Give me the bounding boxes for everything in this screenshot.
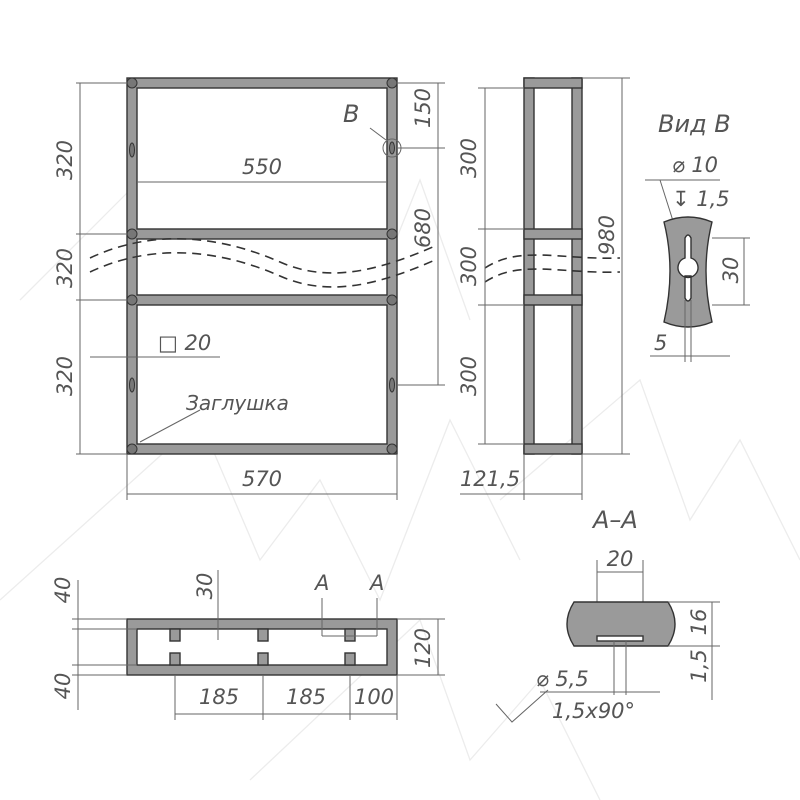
dim-pitch-1: 185 [199, 685, 239, 709]
bottom-mount-tab [344, 628, 356, 642]
section-aa: A–A 20 16 1,5 ⌀ 5,5 1,5x90° [495, 506, 720, 723]
side-rail [523, 443, 583, 455]
dim-side-mid: 300 [457, 246, 481, 286]
side-post-right [571, 77, 583, 455]
dim-tube-section: □ 20 [158, 331, 211, 355]
front-opening-top [136, 87, 388, 230]
dim-section-hole: ⌀ 5,5 [536, 667, 589, 691]
slot-marker [129, 142, 135, 158]
view-b-title: Вид В [658, 110, 731, 138]
dim-depth: 121,5 [460, 467, 520, 491]
dim-h-mid: 320 [53, 248, 77, 288]
joint-marker [386, 77, 398, 89]
section-aa-title: A–A [591, 506, 638, 534]
slot-marker [389, 377, 395, 393]
joint-marker [126, 228, 138, 240]
view-b: Вид В ⌀ 10 ↧ 1,5 30 5 [645, 110, 750, 362]
bottom-view: 40 40 30 A A 185 185 100 120 [51, 570, 445, 720]
bottom-mount-tab [257, 652, 269, 666]
dim-slot-offset: 30 [193, 573, 217, 600]
joint-marker [386, 443, 398, 455]
joint-marker [386, 294, 398, 306]
dim-b-depth: ↧ 1,5 [672, 187, 730, 211]
dim-bottom-depth: 120 [411, 628, 435, 668]
dim-150: 150 [411, 88, 435, 128]
dim-b-slot-width: 5 [654, 331, 667, 355]
dim-section-width: 20 [607, 547, 634, 571]
dim-section-height: 16 [687, 609, 711, 636]
roughness-symbol [495, 689, 549, 723]
dim-outer-width: 570 [242, 467, 282, 491]
side-post-left [523, 77, 535, 455]
joint-marker [386, 228, 398, 240]
dim-pitch-2: 185 [286, 685, 326, 709]
bottom-mount-tab [257, 628, 269, 642]
joint-marker [126, 443, 138, 455]
break-line [89, 252, 436, 288]
dim-top-offset: 40 [51, 577, 75, 604]
section-mark-left: A [313, 571, 329, 595]
dim-b-slot-length: 30 [719, 257, 743, 284]
dim-end: 100 [354, 685, 394, 709]
dim-side-top: 300 [457, 138, 481, 178]
view-b-keyhole [677, 234, 699, 302]
front-break-gap [136, 238, 388, 296]
joint-marker [126, 294, 138, 306]
front-view: B 320 320 320 550 □ 20 Заглушка 570 150 [53, 77, 445, 500]
side-rail [523, 294, 583, 306]
dim-bottom-offset: 40 [51, 673, 75, 700]
dim-inner-width: 550 [242, 155, 282, 179]
slot-marker [129, 377, 135, 393]
slot-marker [389, 141, 395, 155]
break-line [484, 268, 621, 283]
dim-side-bot: 300 [457, 356, 481, 396]
dim-b-diameter: ⌀ 10 [672, 153, 718, 177]
bottom-mount-tab [344, 652, 356, 666]
section-mark-right: A [368, 571, 384, 595]
dim-section-chamfer: 1,5x90° [552, 699, 635, 723]
break-line [89, 238, 436, 274]
joint-marker [126, 77, 138, 89]
side-rail [523, 228, 583, 240]
dim-680: 680 [411, 208, 435, 248]
dim-h-top: 320 [53, 140, 77, 180]
break-line [484, 254, 621, 269]
dim-section-wall: 1,5 [687, 649, 711, 682]
bottom-mount-tab [169, 628, 181, 642]
section-hole [596, 635, 644, 642]
dim-total-height: 980 [595, 215, 619, 255]
dim-h-bot: 320 [53, 356, 77, 396]
view-b-marker: B [343, 100, 359, 128]
side-view: 300 300 300 980 121,5 [457, 77, 630, 500]
bottom-mount-tab [169, 652, 181, 666]
side-rail [523, 77, 583, 89]
plug-label: Заглушка [186, 391, 289, 415]
